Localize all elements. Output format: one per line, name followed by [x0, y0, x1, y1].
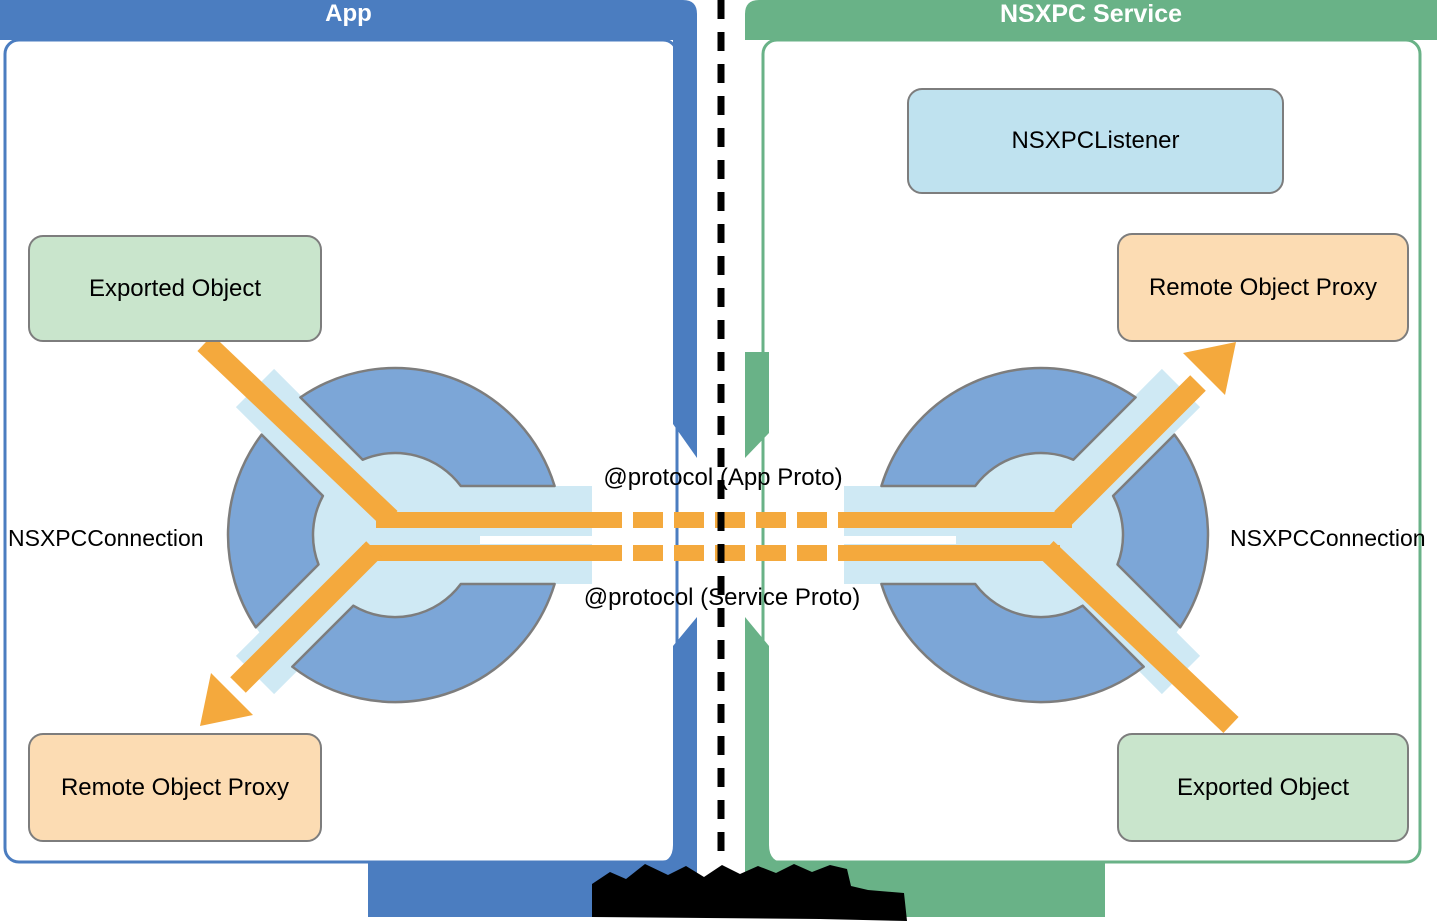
service-panel-title: NSXPC Service	[999, 0, 1183, 28]
app-frame-right-upper	[673, 40, 697, 458]
service-protocol-label: @protocol (Service Proto)	[583, 584, 861, 611]
app-exported-object-box: Exported Object	[28, 235, 322, 342]
app-remote-object-proxy-label: Remote Object Proxy	[60, 773, 290, 801]
app-title-bar	[0, 0, 697, 40]
service-title-bar	[745, 0, 1437, 40]
app-protocol-label: @protocol (App Proto)	[603, 464, 843, 491]
nsxpc-listener-label: NSXPCListener	[1011, 127, 1180, 154]
service-side-arrows	[844, 342, 1239, 733]
arrowhead-to-app-proxy	[200, 673, 253, 726]
app-side-arrows	[197, 335, 592, 726]
app-remote-object-proxy-box: Remote Object Proxy	[28, 733, 322, 842]
app-nsxpcconnection-label: NSXPCConnection	[8, 525, 204, 551]
service-nsxpcconnection-label: NSXPCConnection	[1230, 525, 1426, 551]
service-exported-object-box: Exported Object	[1117, 733, 1409, 842]
service-frame-left-upper	[745, 352, 769, 458]
app-exported-object-label: Exported Object	[88, 274, 262, 302]
process-boundary-artifact	[592, 864, 907, 921]
service-exported-object-label: Exported Object	[1176, 773, 1350, 801]
app-panel-title: App	[325, 0, 372, 27]
arrowhead-to-service-proxy	[1183, 342, 1236, 395]
service-remote-object-proxy-box: Remote Object Proxy	[1117, 233, 1409, 342]
nsxpc-listener-box: NSXPCListener	[907, 88, 1284, 194]
service-remote-object-proxy-label: Remote Object Proxy	[1148, 273, 1378, 301]
